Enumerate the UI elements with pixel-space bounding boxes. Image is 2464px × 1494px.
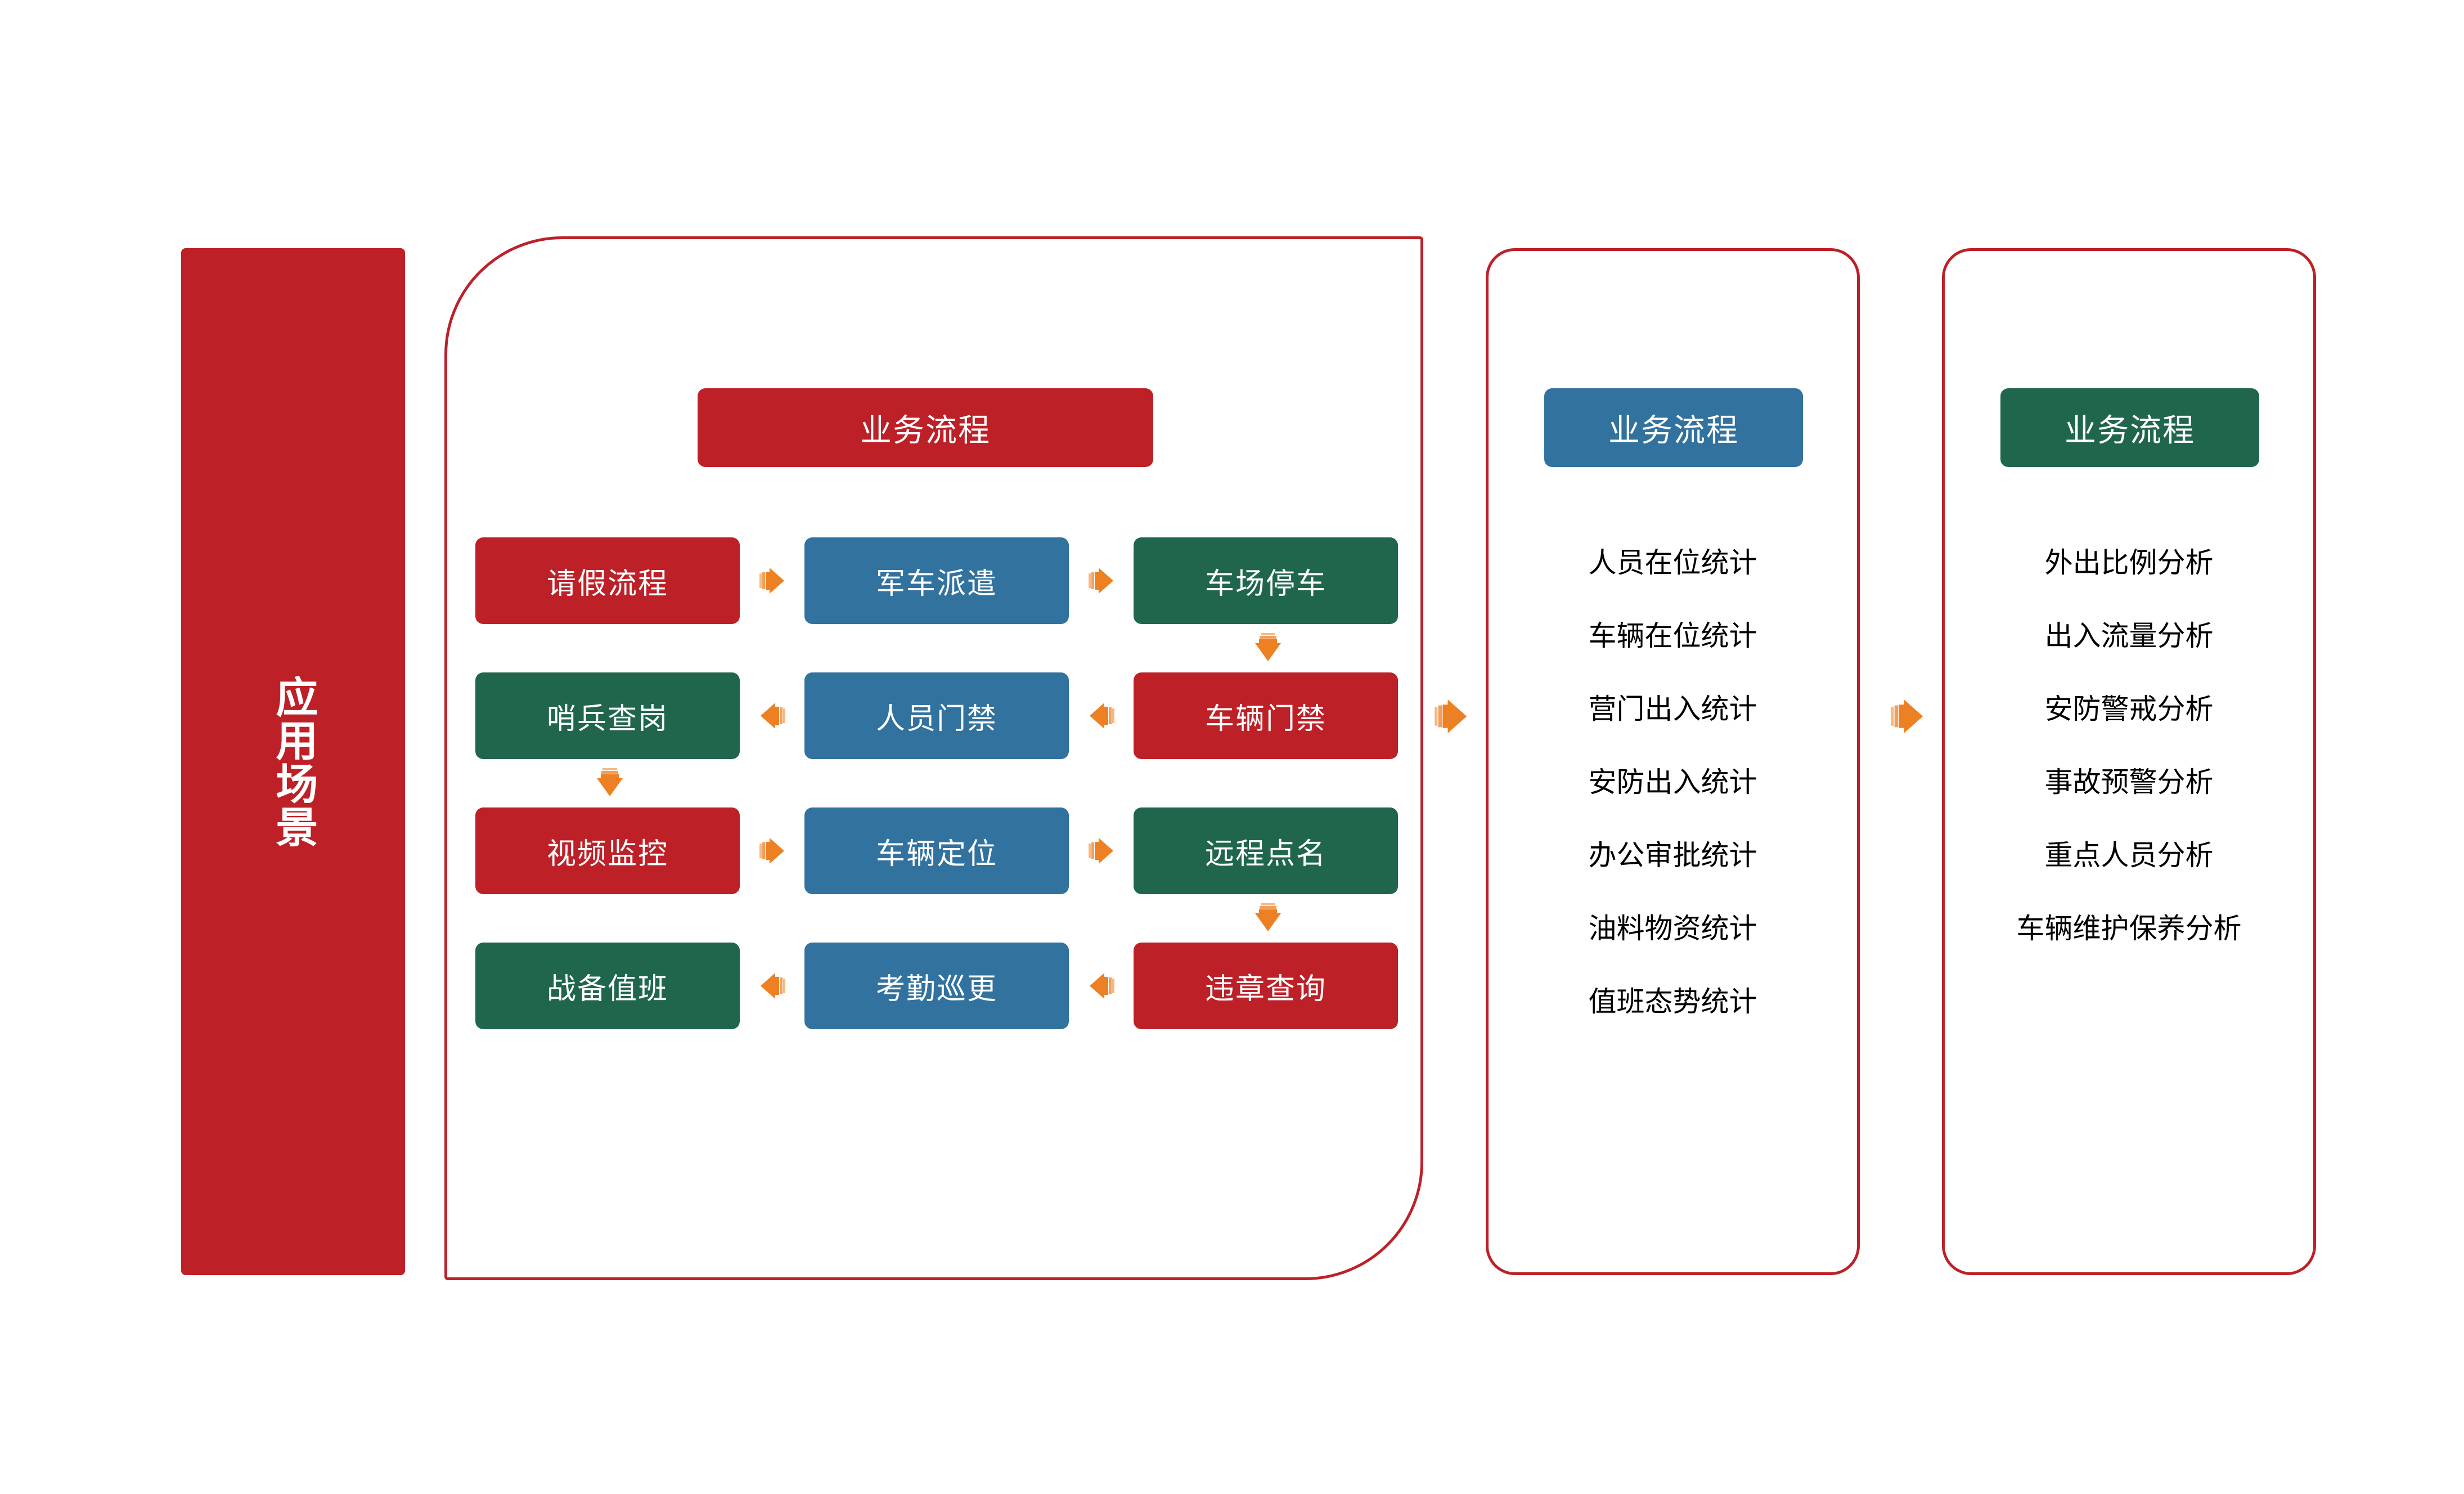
process-box[interactable]: 车辆定位 [804, 807, 1069, 894]
process-box[interactable]: 哨兵查岗 [475, 672, 740, 759]
application-scenario-label: 应用场景 [269, 675, 317, 849]
arrow-slot-vertical [1249, 624, 1283, 672]
list-item[interactable]: 车辆在位统计 [1588, 620, 1757, 652]
arrow-left-icon [759, 701, 785, 731]
arrow-slot-vertical [1249, 894, 1283, 943]
arrow-slot [740, 701, 804, 731]
process-box[interactable]: 视频监控 [475, 807, 740, 894]
process-row: 哨兵查岗 人员门禁 [475, 672, 1398, 796]
process-box[interactable]: 战备值班 [475, 943, 740, 1029]
arrow-left-icon [759, 971, 785, 1001]
arrow-slot [1069, 701, 1134, 731]
process-box[interactable]: 人员门禁 [804, 672, 1069, 759]
arrow-slot [740, 971, 804, 1001]
list-item[interactable]: 外出比例分析 [2044, 547, 2214, 578]
arrow-left-icon [1089, 971, 1114, 1001]
list-item[interactable]: 值班态势统计 [1588, 986, 1757, 1017]
arrow-right-icon [1088, 836, 1114, 866]
arrow-right-icon [759, 566, 785, 596]
process-box[interactable]: 考勤巡更 [804, 943, 1069, 1029]
arrow-right-icon [1088, 566, 1114, 596]
arrow-slot [740, 566, 804, 596]
process-box[interactable]: 车场停车 [1134, 537, 1398, 624]
arrow-slot [1069, 971, 1134, 1001]
arrow-down-icon [1253, 633, 1281, 663]
arrow-left-icon [1089, 701, 1114, 731]
process-row: 请假流程 军车派遣 [475, 537, 1398, 661]
arrow-down-icon [1253, 903, 1281, 934]
process-row: 战备值班 考勤巡更 [475, 943, 1398, 1029]
analysis-list: 外出比例分析 出入流量分析 安防警戒分析 事故预警分析 重点人员分析 车辆维护保… [1942, 526, 2316, 965]
process-panel-title: 业务流程 [698, 388, 1153, 467]
arrow-slot [1069, 836, 1134, 866]
process-box[interactable]: 违章查询 [1134, 943, 1398, 1029]
list-item[interactable]: 事故预警分析 [2044, 766, 2214, 798]
application-scenario-banner: 应用场景 [181, 248, 405, 1275]
arrow-slot [740, 836, 804, 866]
arrow-right-icon [759, 836, 785, 866]
list-item[interactable]: 人员在位统计 [1588, 547, 1757, 578]
statistics-list: 人员在位统计 车辆在位统计 营门出入统计 安防出入统计 办公审批统计 油料物资统… [1486, 526, 1860, 1038]
process-box[interactable]: 请假流程 [475, 537, 740, 624]
arrow-right-icon [1432, 697, 1471, 736]
list-item[interactable]: 安防警戒分析 [2044, 693, 2214, 725]
process-box[interactable]: 军车派遣 [804, 537, 1069, 624]
analysis-panel-title: 业务流程 [2000, 388, 2259, 467]
list-item[interactable]: 油料物资统计 [1588, 913, 1757, 944]
list-item[interactable]: 重点人员分析 [2044, 840, 2214, 871]
arrow-slot [1069, 566, 1134, 596]
process-row: 视频监控 车辆定位 [475, 807, 1398, 931]
arrow-down-icon [595, 768, 623, 798]
statistics-panel-title: 业务流程 [1544, 388, 1803, 467]
process-box[interactable]: 远程点名 [1134, 807, 1398, 894]
arrow-right-icon [1888, 697, 1927, 736]
arrow-slot-vertical [591, 759, 624, 807]
process-box[interactable]: 车辆门禁 [1134, 672, 1398, 759]
process-flow-grid: 请假流程 军车派遣 [475, 537, 1398, 1029]
list-item[interactable]: 安防出入统计 [1588, 766, 1757, 798]
list-item[interactable]: 营门出入统计 [1588, 693, 1757, 725]
list-item[interactable]: 车辆维护保养分析 [2016, 913, 2242, 944]
list-item[interactable]: 办公审批统计 [1588, 840, 1757, 871]
list-item[interactable]: 出入流量分析 [2044, 620, 2214, 652]
